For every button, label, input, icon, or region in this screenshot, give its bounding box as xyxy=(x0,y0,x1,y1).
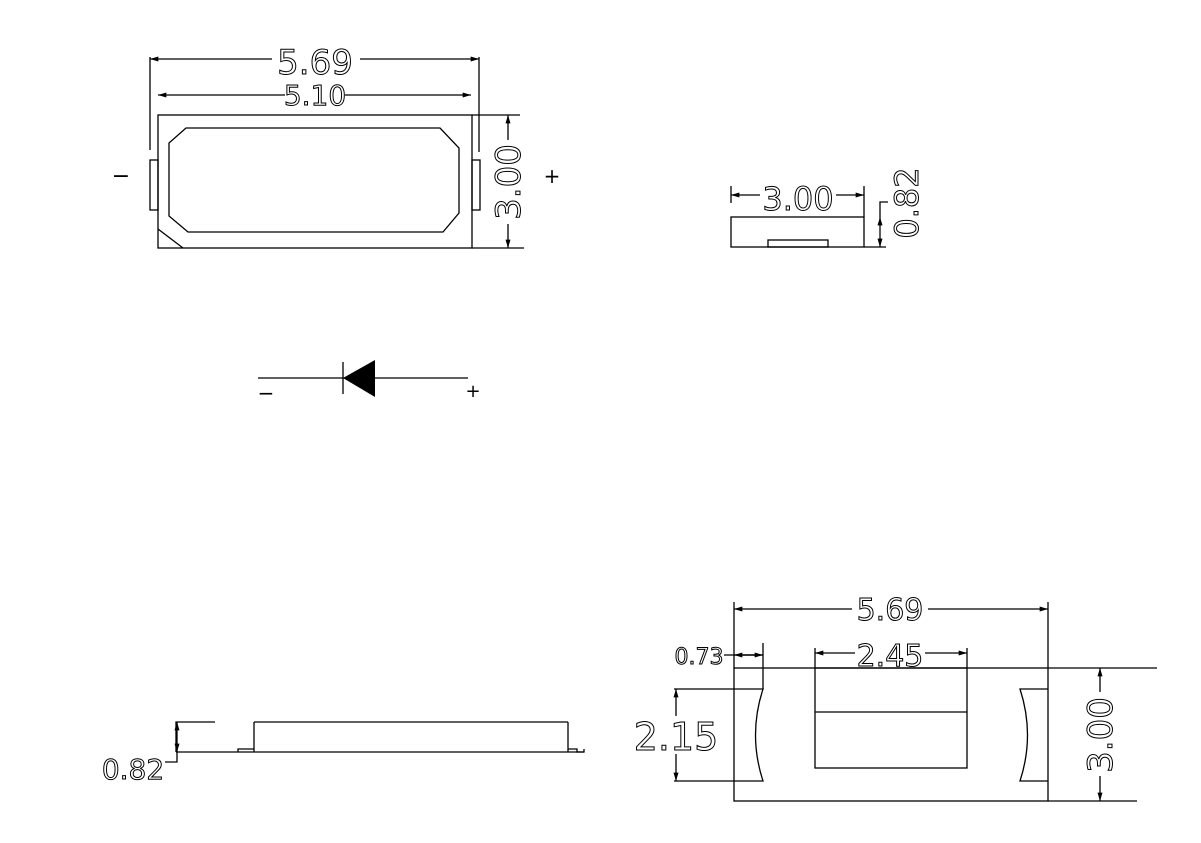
side-view-small: 3.00 0.82 xyxy=(730,167,927,248)
minus-label: − xyxy=(112,164,130,189)
center-pad xyxy=(814,667,968,769)
bottom-view: 5.69 0.73 2.45 2.15 3.00 xyxy=(633,593,1157,802)
dim-height: 3.00 xyxy=(489,144,529,220)
dim-thickness: 0.82 xyxy=(888,167,926,238)
bottom-pad xyxy=(767,239,829,248)
dim-height: 3.00 xyxy=(1081,697,1121,773)
package-body xyxy=(730,216,865,248)
left-pad xyxy=(734,688,764,782)
dim-length: 3.00 xyxy=(762,180,833,218)
diode-triangle xyxy=(343,360,375,397)
dim-body-width: 5.10 xyxy=(284,79,346,112)
plus-label: + xyxy=(544,164,561,188)
polarity-chamfer xyxy=(157,228,184,249)
dim-overall-width: 5.69 xyxy=(277,43,353,83)
dim-pad-width: 0.73 xyxy=(675,645,724,670)
diode-symbol: − + xyxy=(258,360,481,405)
right-pad xyxy=(1019,688,1048,782)
dim-window-width: 2.45 xyxy=(857,639,924,674)
dim-overall-width: 5.69 xyxy=(857,593,924,628)
left-pad xyxy=(149,159,159,211)
package-outline xyxy=(733,667,1049,802)
side-view-long: 0.82 xyxy=(101,721,585,787)
package-outline xyxy=(157,114,473,249)
right-pad xyxy=(471,159,481,211)
symbol-minus: − xyxy=(258,381,275,405)
top-view: 5.69 5.10 3.00 − + xyxy=(112,43,561,249)
dim-thickness: 0.82 xyxy=(102,753,164,786)
lens-window xyxy=(168,127,460,233)
dim-pad-height: 2.15 xyxy=(634,715,719,759)
symbol-plus: + xyxy=(465,381,480,402)
